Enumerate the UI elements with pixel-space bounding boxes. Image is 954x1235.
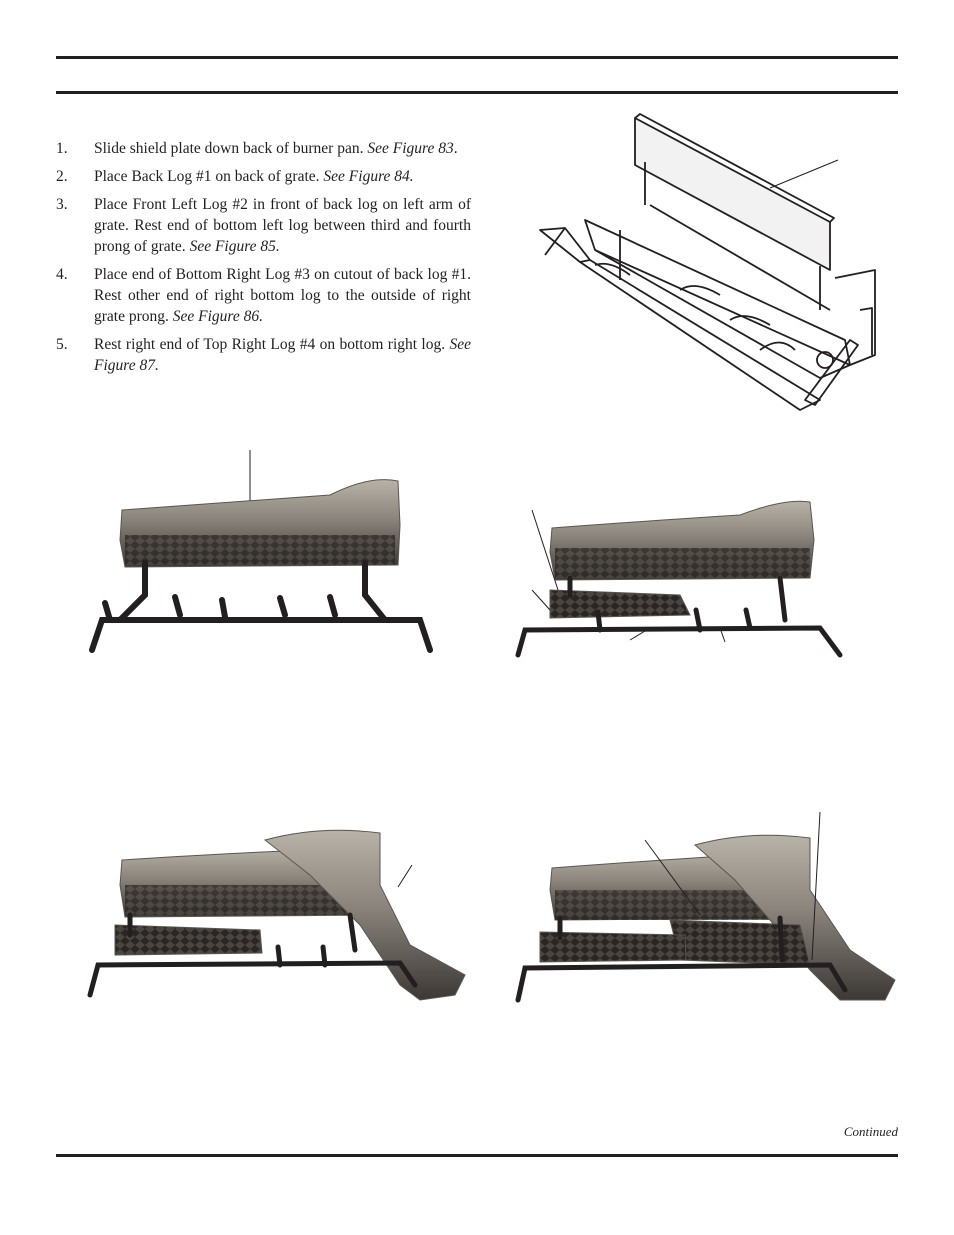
shield-plate — [634, 117, 831, 271]
leader-line — [811, 811, 821, 961]
footer-rule — [56, 1154, 898, 1157]
step-number: 2. — [56, 168, 68, 185]
leader-line — [397, 864, 413, 888]
figure-reference: See Figure 85. — [189, 238, 280, 255]
step-number: 3. — [56, 196, 68, 213]
step-number: 4. — [56, 266, 68, 283]
leader-line — [531, 509, 559, 591]
step-tail: . — [453, 140, 458, 157]
step-text: Slide shield plate down back of burner p… — [94, 140, 368, 157]
leader-line — [531, 589, 551, 611]
step-text: Place Front Left Log #2 in front of back… — [94, 196, 471, 255]
leader-line — [769, 159, 839, 189]
header-rule-top — [56, 56, 898, 59]
figure-83-shield-plate-illustration — [539, 113, 876, 411]
figure-84-back-log-photo — [89, 450, 433, 653]
figure-87-top-right-log-photo — [515, 811, 896, 1003]
step-number: 1. — [56, 140, 68, 157]
step-item: 4. Place end of Bottom Right Log #3 on c… — [56, 264, 471, 327]
figure-reference: See Figure 86. — [172, 308, 264, 325]
front-left-log — [539, 931, 687, 963]
figure-reference: See Figure 84. — [323, 168, 414, 185]
figure-85-front-left-log-photo — [515, 500, 843, 658]
step-item: 2. Place Back Log #1 on back of grate. S… — [56, 166, 471, 187]
bottom-right-log — [263, 829, 466, 1001]
front-left-log — [549, 589, 691, 619]
front-left-log — [114, 924, 263, 956]
figure-reference: See Figure 83 — [367, 140, 454, 157]
leader-line — [629, 627, 651, 641]
instruction-list: 1. Slide shield plate down back of burne… — [56, 138, 471, 383]
top-right-log — [693, 834, 896, 1001]
bottom-right-log — [669, 919, 811, 966]
leader-line — [719, 627, 726, 643]
step-item: 3. Place Front Left Log #2 in front of b… — [56, 194, 471, 257]
step-item: 5. Rest right end of Top Right Log #4 on… — [56, 334, 471, 376]
grate — [89, 560, 433, 653]
step-text: Place Back Log #1 on back of grate. — [94, 168, 324, 185]
step-item: 1. Slide shield plate down back of burne… — [56, 138, 471, 159]
figure-reference: See Figure 87. — [94, 336, 471, 374]
step-text: Place end of Bottom Right Log #3 on cuto… — [94, 266, 471, 325]
continued-note: Continued — [843, 1124, 898, 1139]
step-text: Rest right end of Top Right Log #4 on bo… — [94, 336, 450, 353]
header-rule-bottom — [56, 91, 898, 94]
leader-line — [644, 839, 701, 916]
figure-86-bottom-right-log-photo — [87, 829, 466, 1001]
step-number: 5. — [56, 336, 68, 353]
